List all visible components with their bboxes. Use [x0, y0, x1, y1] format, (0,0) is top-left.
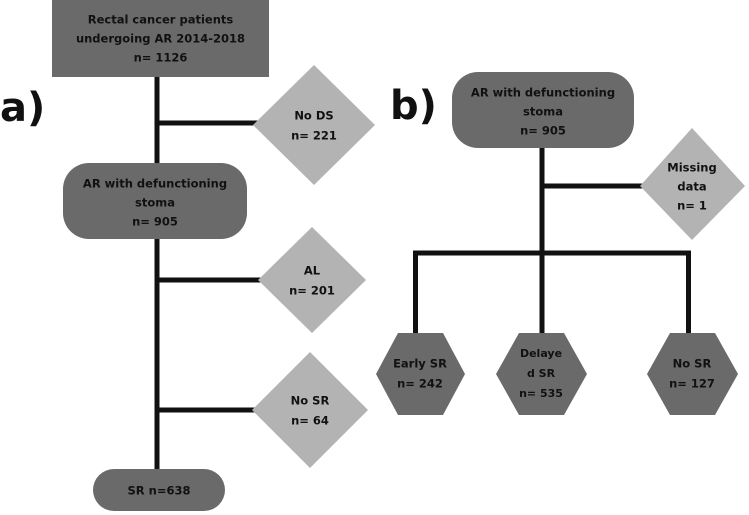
node-a-al[interactable]: AL n= 201	[258, 227, 366, 333]
node-a-no-sr-line-2: n= 64	[291, 414, 329, 428]
node-b-missing-data-shape	[640, 128, 745, 240]
node-a-no-ds-shape	[253, 65, 375, 185]
node-a-ar-stoma-shape	[63, 163, 247, 239]
node-b-early-sr-line-2: n= 242	[397, 377, 443, 391]
node-a-sr-line-1: SR n=638	[128, 484, 191, 498]
node-b-no-sr[interactable]: No SR n= 127	[647, 333, 738, 415]
node-b-delayed-sr-line-1: Delaye	[520, 347, 562, 360]
node-b-delayed-sr-line-2: d SR	[527, 367, 556, 380]
node-a-sr[interactable]: SR n=638	[93, 469, 225, 511]
node-a-no-sr-line-1: No SR	[291, 394, 330, 408]
node-b-early-sr-shape	[376, 333, 465, 415]
node-b-delayed-sr[interactable]: Delaye d SR n= 535	[496, 333, 587, 415]
node-b-missing-data-line-2: data	[677, 180, 706, 194]
panel-a-connectors	[154, 77, 262, 472]
node-b-missing-data-line-3: n= 1	[677, 199, 707, 213]
panel-a-label: a)	[0, 85, 45, 131]
node-a-sr-shape	[93, 469, 225, 511]
node-a-ar-stoma-line-1: AR with defunctioning	[83, 177, 227, 191]
node-b-top-box-line-2: stoma	[523, 105, 563, 119]
node-a-al-line-2: n= 201	[289, 284, 335, 298]
node-b-delayed-sr-line-3: n= 535	[519, 387, 563, 400]
node-b-delayed-sr-shape	[496, 333, 587, 415]
node-a-no-sr[interactable]: No SR n= 64	[252, 352, 368, 468]
node-b-top-box-shape	[452, 72, 634, 148]
node-b-early-sr[interactable]: Early SR n= 242	[376, 333, 465, 415]
node-a-top-box[interactable]: Rectal cancer patients undergoing AR 201…	[52, 0, 269, 77]
panel-a: Rectal cancer patients undergoing AR 201…	[0, 0, 375, 511]
node-b-no-sr-shape	[647, 333, 738, 415]
node-a-no-ds-line-1: No DS	[294, 109, 333, 123]
node-a-ar-stoma-line-3: n= 905	[132, 215, 178, 229]
node-b-missing-data-line-1: Missing	[667, 161, 716, 175]
node-a-top-box-line-1: Rectal cancer patients	[88, 13, 234, 27]
node-a-no-sr-shape	[252, 352, 368, 468]
node-a-ar-stoma-line-2: stoma	[135, 196, 175, 210]
node-a-no-ds-line-2: n= 221	[291, 129, 337, 143]
node-a-top-box-line-2: undergoing AR 2014-2018	[76, 32, 245, 46]
node-a-al-shape	[258, 227, 366, 333]
node-a-ar-stoma[interactable]: AR with defunctioning stoma n= 905	[63, 163, 247, 239]
node-a-top-box-line-3: n= 1126	[134, 51, 188, 65]
panel-b-label: b)	[390, 83, 437, 129]
node-b-missing-data[interactable]: Missing data n= 1	[640, 128, 745, 240]
node-b-no-sr-line-2: n= 127	[669, 377, 715, 391]
panel-b-connectors	[413, 148, 691, 336]
panel-b: AR with defunctioning stoma n= 905 Missi…	[376, 72, 745, 415]
node-a-al-line-1: AL	[304, 264, 321, 278]
node-b-top-box-line-1: AR with defunctioning	[471, 86, 615, 100]
node-b-top-box[interactable]: AR with defunctioning stoma n= 905	[452, 72, 634, 148]
node-b-top-box-line-3: n= 905	[520, 124, 566, 138]
node-a-no-ds[interactable]: No DS n= 221	[253, 65, 375, 185]
node-b-early-sr-line-1: Early SR	[393, 357, 447, 371]
node-b-no-sr-line-1: No SR	[673, 357, 712, 371]
node-a-top-box-shape	[52, 0, 269, 77]
